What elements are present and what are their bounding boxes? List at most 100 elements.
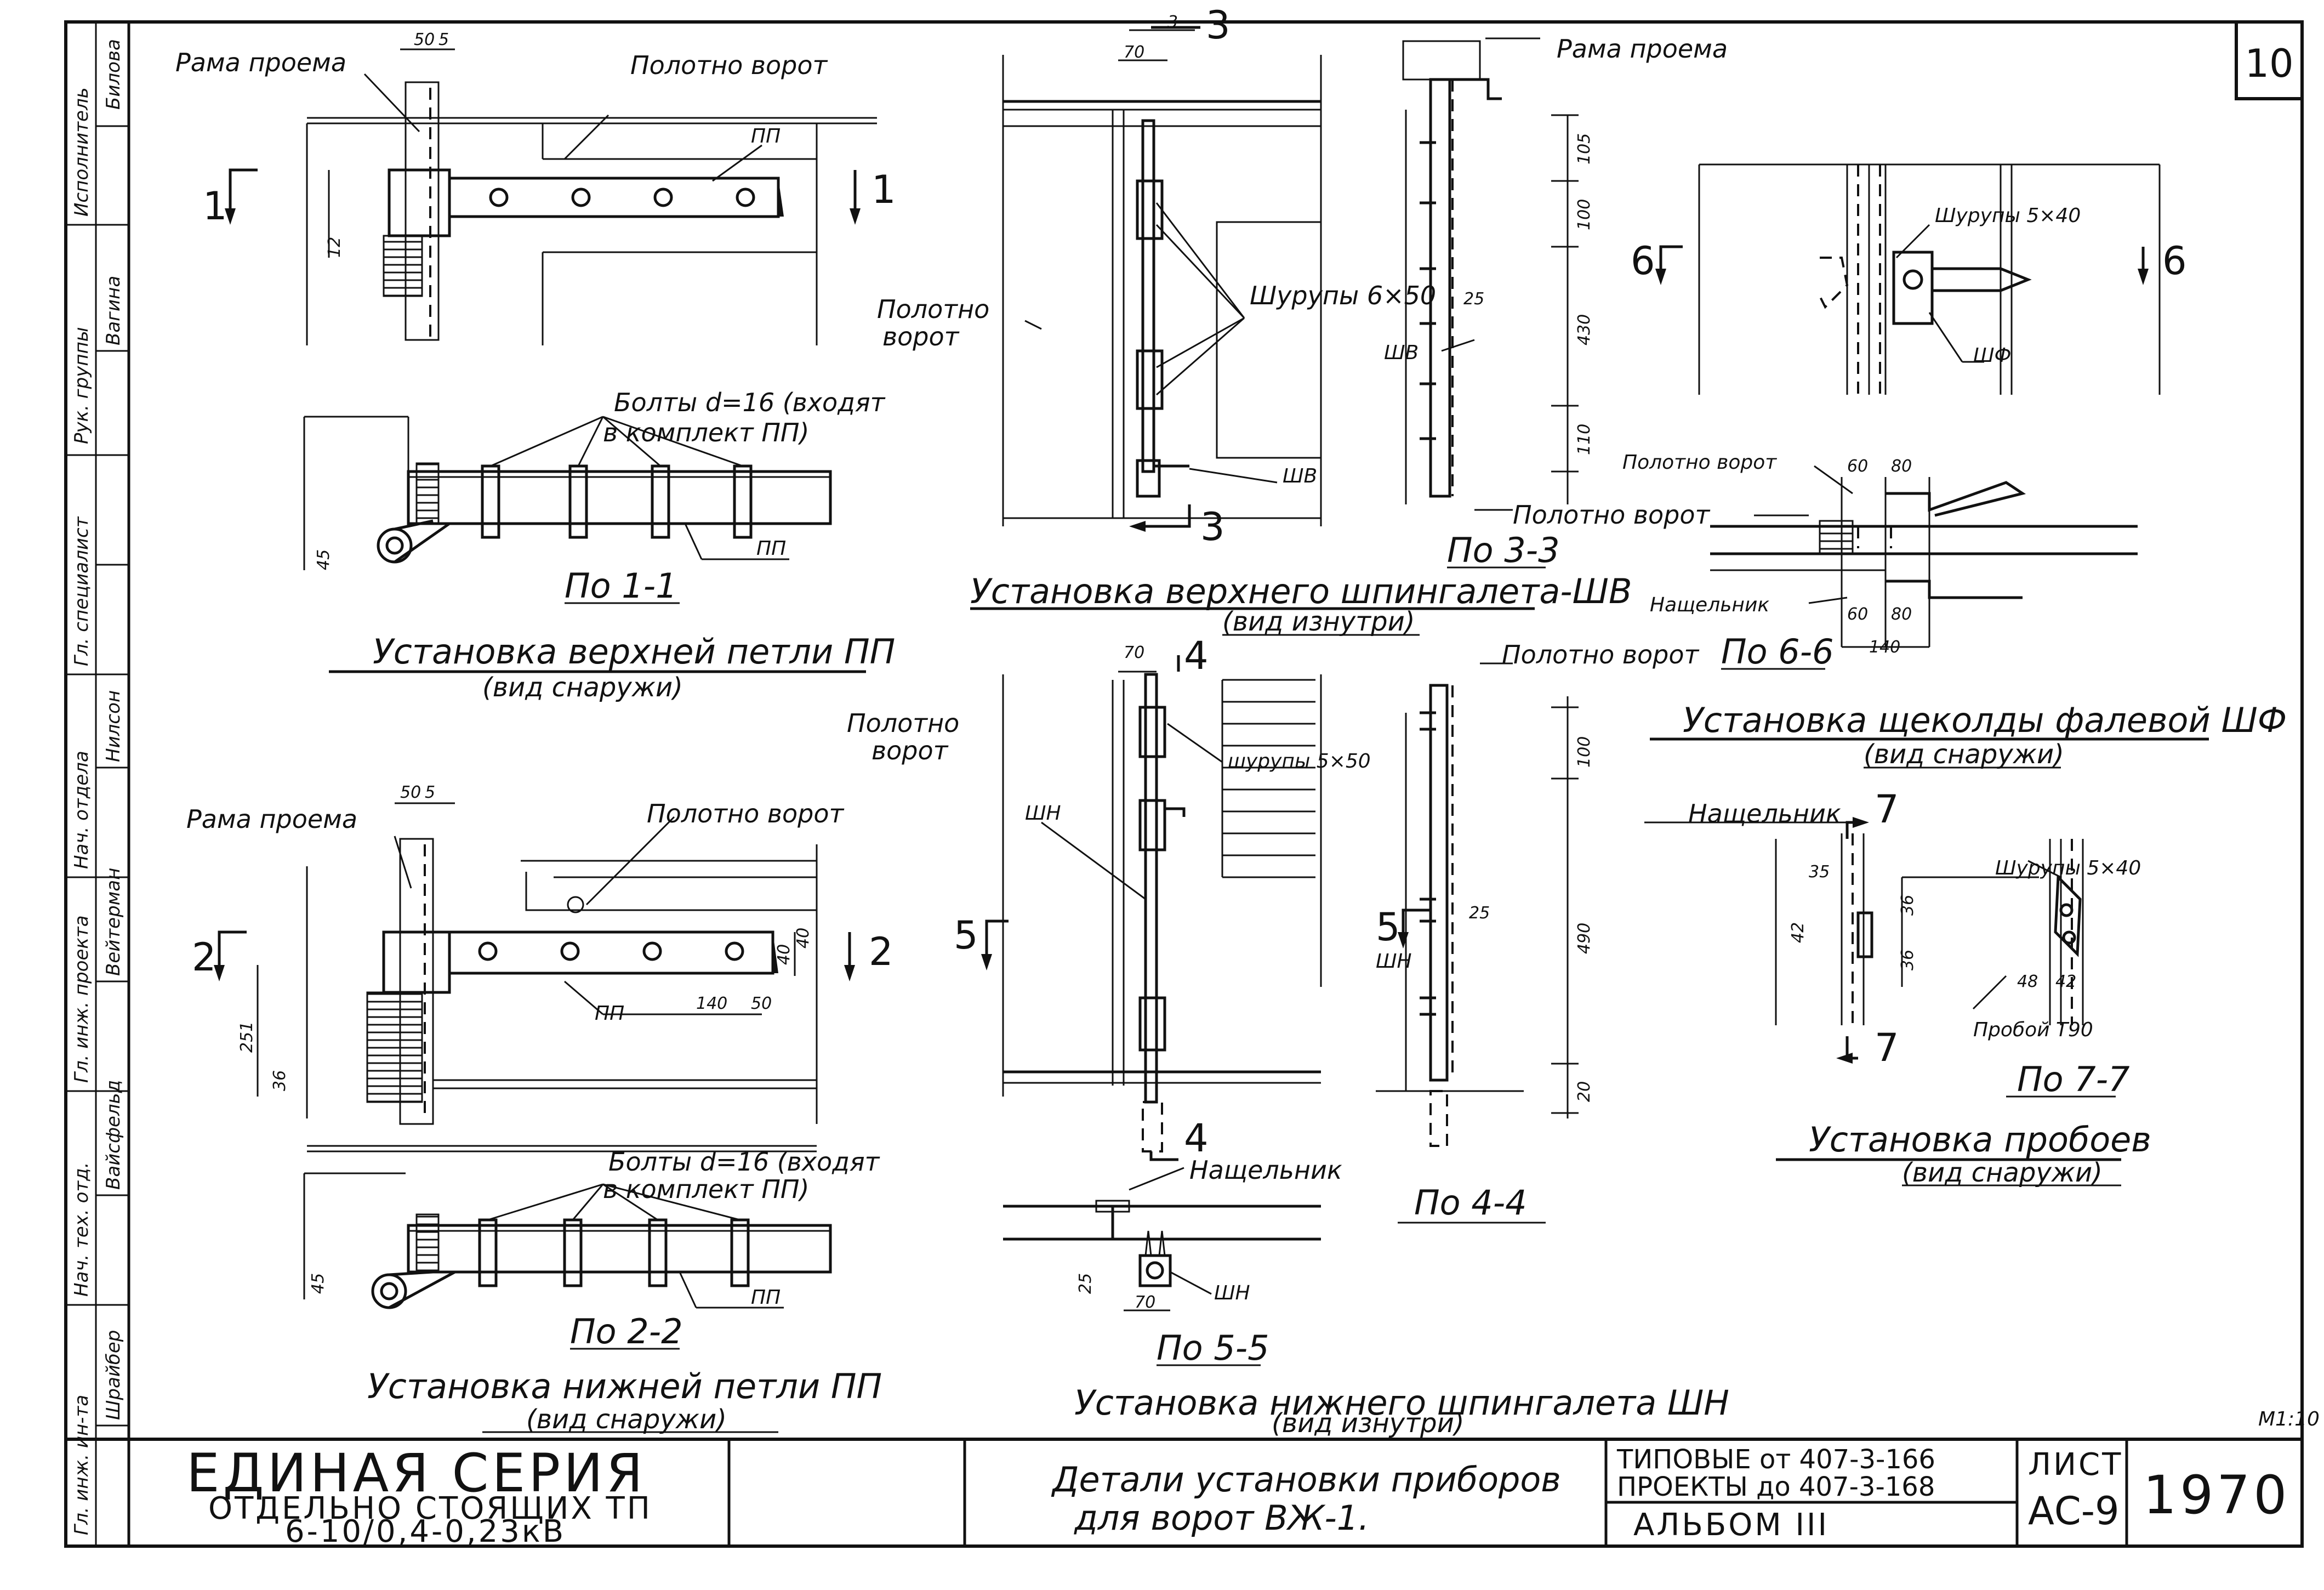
view-lower-bolt: 4 4 5 Полотно ворот шурупы 5×50 ШН 70	[847, 633, 1371, 1161]
title-po-6-6: По 6-6	[1721, 632, 1834, 672]
label-bolts-1b: в комплект ПП)	[603, 418, 809, 447]
view-latch: 6 6 Шурупы 5×40 ШФ	[1631, 163, 2187, 395]
dim-36-2: 36	[270, 1070, 289, 1091]
section-mark-1-right: 1	[872, 167, 896, 212]
caption-latch: Установка щеколды фалевой ШФ (вид снаруж…	[1650, 700, 2287, 770]
caption-upper-bolt-title: Установка верхнего шпингалета-ШВ	[970, 571, 1632, 611]
section-mark-2-left: 2	[192, 935, 217, 980]
title-block: ЕДИНАЯ СЕРИЯ ОТДЕЛЬНО СТОЯЩИХ ТП 6-10/0,…	[186, 1439, 2290, 1549]
label-leaf-2: Полотно ворот	[647, 799, 845, 828]
dim-40b-2: 40	[794, 928, 813, 949]
view-upper-bolt: 3 3 Полотно ворот Шурупы 6×50 ШВ 70 3	[877, 3, 1436, 549]
label-strip-6: Нащельник	[1650, 594, 1769, 616]
label-pp-2: ПП	[595, 1002, 624, 1025]
sheet-frame	[64, 20, 2304, 1548]
dim-80a-6: 80	[1891, 457, 1912, 476]
caption-staples: Установка пробоев (вид снаружи)	[1776, 1120, 2151, 1188]
view-section-3-3: Рама проема Полотно ворот ШВ 105 100 25 …	[1384, 34, 1728, 570]
caption-lower-hinge-subtitle: (вид снаружи)	[526, 1404, 727, 1435]
stamp-role-7: Гл. инж. ин-та	[71, 1395, 93, 1535]
dim-430-3: 430	[1575, 314, 1594, 345]
dim-140-2: 140	[696, 994, 727, 1013]
dim-80b-6: 80	[1891, 605, 1912, 624]
dim-60b-6: 60	[1847, 605, 1868, 624]
dim-25-5: 25	[1076, 1273, 1095, 1294]
label-screws-4: шурупы 5×50	[1228, 750, 1371, 773]
caption-lower-bolt-subtitle: (вид изнутри)	[1272, 1408, 1465, 1439]
dim-5-1: 5	[438, 30, 449, 49]
label-bolts-2b: в комплект ПП)	[603, 1174, 809, 1204]
sheet-label: ЛИСТ	[2028, 1447, 2123, 1483]
label-bolts-2a: Болты d=16 (входят	[608, 1147, 880, 1177]
label-shn-4-4: ШН	[1376, 950, 1412, 973]
label-shv-3-3: ШВ	[1384, 342, 1419, 364]
label-shf-6: ШФ	[1973, 344, 2012, 367]
dim-100-3: 100	[1575, 199, 1594, 230]
view-section-2-2: Болты d=16 (входят в комплект ПП) ПП 45 …	[303, 1147, 880, 1352]
dim-105-3: 105	[1575, 133, 1594, 164]
dim-70-3: 70	[1124, 43, 1144, 62]
dim-36a-7: 36	[1898, 895, 1917, 916]
label-leaf-4-4: Полотно ворот	[1502, 640, 1700, 669]
section-mark-3-bottom: 3	[1200, 504, 1225, 549]
slats-hatch	[1221, 679, 1315, 878]
dim-5-2: 5	[425, 783, 435, 802]
label-pp-1-1: ПП	[756, 537, 786, 560]
caption-staples-subtitle: (вид снаружи)	[1902, 1157, 2103, 1188]
stamp-role-2: Рук. группы	[71, 327, 93, 444]
dim-20-4: 20	[1575, 1081, 1594, 1102]
stamp-role-3: Гл. специалист	[71, 516, 93, 666]
section-mark-4-top: 4	[1184, 633, 1209, 678]
dim-50b-2: 50	[751, 994, 772, 1013]
dim-36b-7: 36	[1898, 950, 1917, 970]
dim-40a-2: 40	[774, 944, 794, 965]
caption-latch-subtitle: (вид снаружи)	[1864, 739, 2064, 770]
stamp-name-6: Вайсфельд	[102, 1080, 124, 1190]
label-pp-1: ПП	[751, 125, 781, 147]
year: 1970	[2143, 1464, 2290, 1526]
title-po-2-2: По 2-2	[570, 1311, 683, 1352]
section-mark-5-b: 5	[1376, 905, 1400, 950]
dim-3-3: 3	[1167, 13, 1178, 32]
scale-label: М1:10	[2258, 1408, 2320, 1430]
caption-upper-bolt: Установка верхнего шпингалета-ШВ (вид из…	[970, 571, 1632, 637]
dim-251-2: 251	[237, 1021, 257, 1053]
section-mark-7-bottom: 7	[1875, 1025, 1899, 1070]
dim-42a-7: 42	[1788, 922, 1808, 943]
section-mark-7-top: 7	[1875, 787, 1899, 832]
view-section-1-1: Болты d=16 (входят в комплект ПП) ПП 45 …	[303, 388, 886, 606]
label-screws-7: Шурупы 5×40	[1995, 857, 2141, 879]
sheet-number-box: 10	[2235, 20, 2304, 100]
caption-staples-title: Установка пробоев	[1809, 1120, 2151, 1160]
title-po-1-1: По 1-1	[565, 566, 677, 606]
stamp-role-4: Нач. отдела	[71, 751, 93, 869]
sheet-number: 10	[2245, 41, 2293, 86]
caption-upper-hinge-subtitle: (вид снаружи)	[482, 672, 683, 703]
title-po-4-4: По 4-4	[1414, 1183, 1527, 1223]
dim-60a-6: 60	[1847, 457, 1868, 476]
label-pp-2-2: ПП	[751, 1286, 781, 1309]
section-mark-1-left: 1	[203, 184, 227, 229]
section-mark-6-left: 6	[1631, 238, 1655, 283]
caption-lower-hinge-title: Установка нижней петли ПП	[367, 1366, 882, 1406]
dim-35-7: 35	[1809, 862, 1830, 882]
section-mark-6-right: 6	[2162, 238, 2187, 283]
label-leaf-3b: ворот	[882, 322, 960, 351]
dim-490-4: 490	[1575, 923, 1594, 954]
series-voltage: 6-10/0,4-0,23кВ	[285, 1514, 566, 1549]
dim-100-4: 100	[1575, 736, 1594, 768]
dim-42b-7: 42	[2055, 972, 2076, 991]
dim-70-5: 70	[1135, 1293, 1155, 1312]
section-mark-3-top: 3	[1206, 3, 1231, 48]
label-bolts-1a: Болты d=16 (входят	[614, 388, 886, 417]
stamp-name-1: Билова	[102, 39, 124, 110]
view-staples: 7 7 Нащельник Шурупы 5×40 Пробой Т90 35 …	[1644, 787, 2141, 1099]
dim-70-4: 70	[1124, 643, 1144, 662]
label-shv-3: ШВ	[1283, 465, 1317, 487]
side-stamp: Исполнитель Билова Рук. группы Вагина Гл…	[66, 22, 129, 1546]
caption-upper-hinge: Установка верхней петли ПП (вид снаружи)	[329, 632, 895, 703]
label-staple-7: Пробой Т90	[1973, 1019, 2093, 1041]
album-label: АЛЬБОМ III	[1633, 1507, 1829, 1543]
section-mark-2-right: 2	[869, 929, 893, 974]
series-title: ЕДИНАЯ СЕРИЯ	[186, 1443, 646, 1504]
